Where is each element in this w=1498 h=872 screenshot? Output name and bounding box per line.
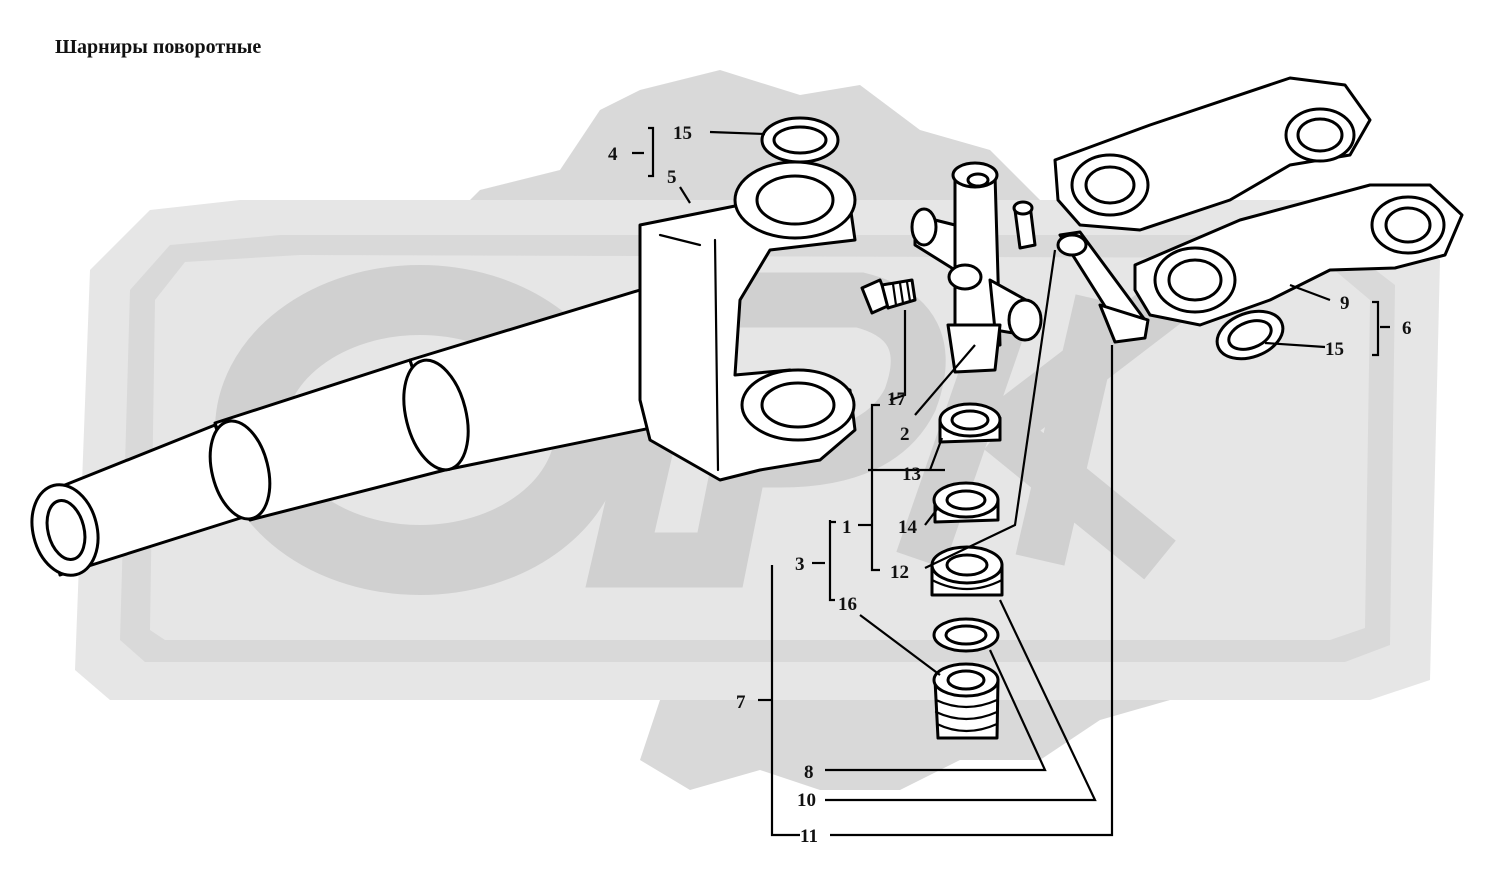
callout-8: 8 <box>804 762 814 783</box>
callout-15-right: 15 <box>1325 339 1344 360</box>
callout-6: 6 <box>1402 318 1412 339</box>
leader-lines <box>632 126 1390 837</box>
callout-labels: 1 2 3 4 5 6 7 8 9 10 11 12 13 14 15 15 1… <box>608 123 1412 847</box>
callout-11: 11 <box>800 826 818 847</box>
washer-14 <box>932 481 1000 524</box>
washer-8 <box>932 617 1000 653</box>
callout-16: 16 <box>838 594 857 615</box>
steering-arms <box>1053 76 1464 327</box>
callout-10: 10 <box>797 790 816 811</box>
callout-14: 14 <box>898 517 918 538</box>
lever-link <box>1056 230 1150 344</box>
callout-4: 4 <box>608 144 618 165</box>
callout-7: 7 <box>736 692 746 713</box>
callout-1: 1 <box>842 517 852 538</box>
callout-2: 2 <box>900 424 910 445</box>
snap-ring-top <box>760 116 840 164</box>
callout-3: 3 <box>795 554 805 575</box>
grease-fitting <box>1012 200 1037 250</box>
bolt <box>860 278 917 315</box>
snap-ring-right <box>1215 309 1285 361</box>
callout-9: 9 <box>1340 293 1350 314</box>
callout-17: 17 <box>887 389 907 410</box>
bushing-13 <box>938 402 1002 444</box>
callout-12: 12 <box>890 562 909 583</box>
page-title: Шарниры поворотные <box>55 36 262 58</box>
fork-yoke <box>638 160 857 482</box>
callout-5: 5 <box>667 167 677 188</box>
cross-pin <box>910 161 1043 374</box>
seal-10 <box>930 545 1004 597</box>
callout-15-top: 15 <box>673 123 692 144</box>
bushing-16 <box>932 662 1000 740</box>
steering-shaft <box>30 288 692 577</box>
callout-13: 13 <box>902 464 921 485</box>
